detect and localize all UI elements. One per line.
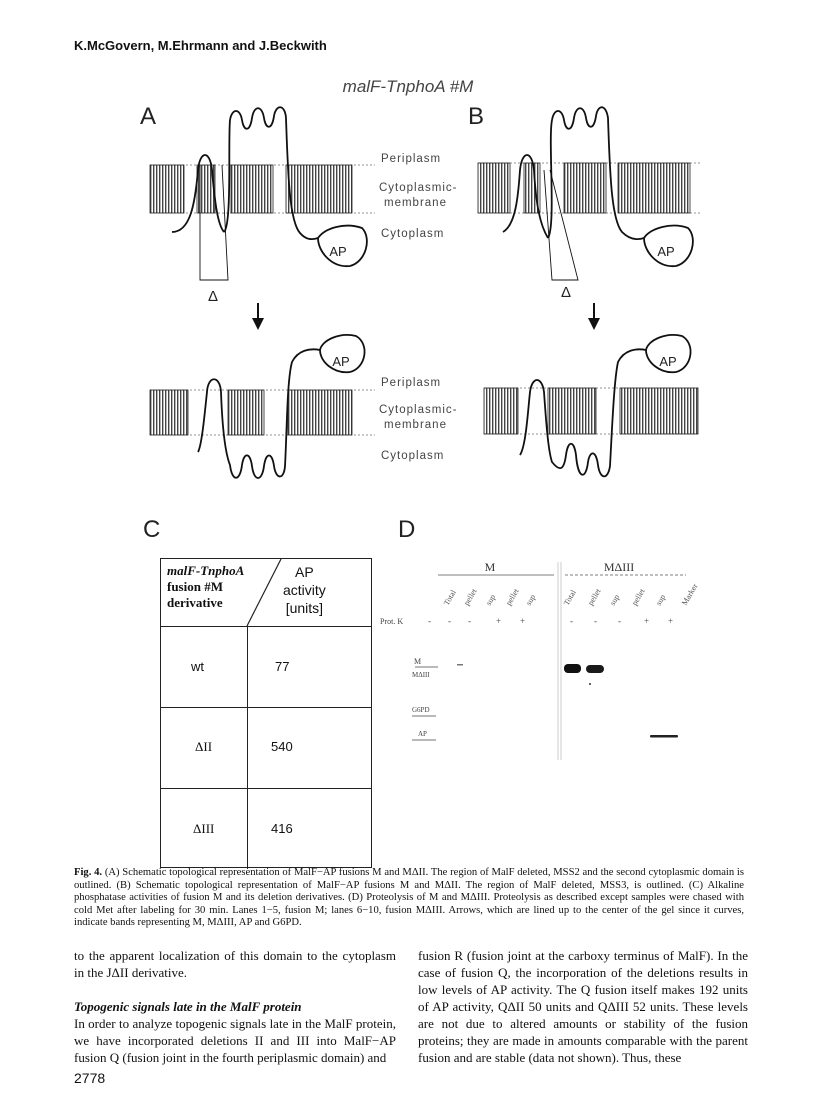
band-label-maiii: MΔIII [412, 671, 430, 679]
panel-a-ap-label-top: AP [329, 244, 346, 259]
section-heading: Topogenic signals late in the MalF prote… [74, 999, 302, 1014]
panel-a-topology-top [171, 106, 368, 267]
gel-lane-label: sup [608, 593, 621, 607]
gel-protk-sign: + [520, 616, 525, 626]
header-right-line-2: activity [283, 582, 326, 598]
gel-lane-label: pellet [630, 586, 647, 607]
panel-b-arrow [588, 303, 600, 330]
panel-b-ap-label-bottom: AP [659, 354, 676, 369]
row-3-derivative: ΔIII [193, 821, 215, 836]
caption-label: Fig. 4. [74, 867, 103, 878]
header-right-line-1: AP [295, 564, 314, 580]
gel-band [457, 664, 463, 666]
panel-b-label: B [468, 103, 484, 130]
label-membrane-bottom: membrane [384, 419, 447, 431]
header-left-line-1: malF-TnphoA [167, 563, 245, 578]
gel-protk-label: Prot. K [380, 617, 403, 626]
header-left-line-3: derivative [167, 595, 223, 610]
gel-protk-sign: - [594, 616, 597, 626]
paragraph: fusion R (fusion joint at the carboxy te… [418, 948, 748, 1065]
panel-b-ap-label-top: AP [657, 244, 674, 259]
panel-b-topology-bottom [519, 334, 692, 478]
author-line: K.McGovern, M.Ehrmann and J.Beckwith [74, 38, 327, 53]
band-label-ap: AP [418, 730, 427, 738]
body-column-right: fusion R (fusion joint at the carboxy te… [418, 947, 748, 1066]
panel-a-membrane-bottom [149, 389, 375, 436]
panel-b-deleted-region [543, 169, 579, 281]
figure-caption: Fig. 4. (A) Schematic topological repres… [74, 867, 744, 930]
figure-4: malF-TnphoA #M A B AP Δ AP Periplas [140, 77, 700, 760]
gel-lane-label: Marker [680, 582, 700, 607]
panel-b-membrane-top [477, 162, 700, 214]
gel-lane-label: pellet [586, 586, 603, 607]
row-3-units: 416 [271, 821, 293, 836]
label-cytoplasmic-bottom: Cytoplasmic- [379, 404, 457, 416]
paragraph: In order to analyze topogenic signals la… [74, 1016, 396, 1065]
panel-b-topology-top [502, 106, 694, 267]
paragraph: to the apparent localization of this dom… [74, 948, 396, 980]
header-left-line-2: fusion #M [167, 579, 223, 594]
gel-protk-sign: - [428, 616, 431, 626]
gel-protk-sign: - [618, 616, 621, 626]
gel-lane-label: pellet [462, 586, 479, 607]
row-1-units: 77 [275, 659, 290, 674]
gel-protk-sign: - [468, 616, 471, 626]
gel-lane-label: pellet [504, 586, 521, 607]
label-cytoplasm-top: Cytoplasm [381, 228, 444, 240]
table-row-divider [161, 707, 371, 709]
header-right-line-3: [units] [285, 600, 324, 616]
label-periplasm-bottom: Periplasm [381, 377, 441, 389]
gel-lane-label: Total [442, 588, 458, 607]
label-membrane-top: membrane [384, 197, 447, 209]
band-label-m: M [414, 657, 421, 666]
gel-protk-sign: - [448, 616, 451, 626]
table-header: malF-TnphoA fusion #M derivative AP acti… [161, 559, 371, 627]
gel-protk-sign: - [570, 616, 573, 626]
body-column-left: to the apparent localization of this dom… [74, 947, 396, 1066]
table-header-right: AP activity [units] [283, 563, 326, 617]
gel-lane-label: sup [524, 593, 537, 607]
table-row-divider [161, 788, 371, 790]
gel-speck [589, 683, 591, 685]
table-column-divider [247, 626, 249, 869]
caption-text: (A) Schematic topological representation… [74, 867, 744, 929]
figure-title: malF-TnphoA #M [343, 77, 475, 96]
page-number: 2778 [74, 1070, 106, 1086]
gel-lane-label: Total [562, 588, 578, 607]
gel-group-m-label: M [485, 560, 496, 574]
gel-lane-label: sup [484, 593, 497, 607]
row-2-derivative: ΔII [195, 739, 213, 754]
band-label-g6pd: G6PD [412, 706, 430, 714]
panel-a-membrane-top [149, 164, 375, 214]
panel-d-label: D [398, 516, 415, 543]
gel-protk-sign: + [644, 616, 649, 626]
panel-a-ap-label-bottom: AP [332, 354, 349, 369]
panel-a-label: A [140, 103, 156, 130]
panel-a-deleted-region [199, 164, 229, 281]
panel-a-topology-bottom [197, 334, 366, 479]
label-cytoplasm-bottom: Cytoplasm [381, 450, 444, 462]
panel-b-membrane-bottom [483, 387, 700, 435]
gel-band [586, 665, 604, 673]
panel-c-label: C [143, 516, 160, 543]
gel-protk-sign: + [496, 616, 501, 626]
gel-band [650, 735, 678, 738]
row-2-units: 540 [271, 739, 293, 754]
header-divider [246, 559, 282, 626]
label-periplasm-top: Periplasm [381, 153, 441, 165]
gel-band [564, 664, 581, 673]
gel-group-maiii-label: MΔIII [604, 560, 634, 574]
panel-a-arrow [252, 303, 264, 330]
label-cytoplasmic-top: Cytoplasmic- [379, 182, 457, 194]
table-header-left: malF-TnphoA fusion #M derivative [167, 563, 244, 611]
row-1-derivative: wt [191, 659, 204, 674]
ap-activity-table: malF-TnphoA fusion #M derivative AP acti… [160, 558, 372, 869]
gel-lane-label: sup [654, 593, 667, 607]
gel-protk-sign: + [668, 616, 673, 626]
panel-a-delta-symbol: Δ [208, 288, 218, 305]
panel-b-delta-symbol: Δ [561, 284, 571, 301]
